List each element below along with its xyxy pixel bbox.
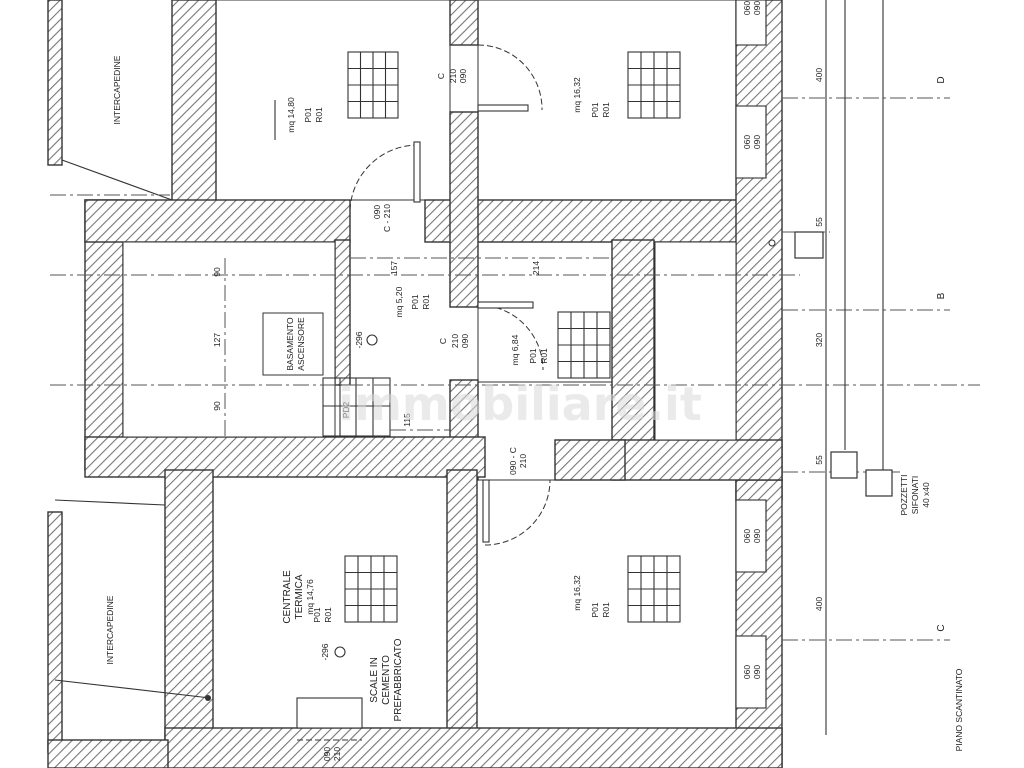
dim-55a: 55 [814,217,824,227]
window-1-w: 060 [742,1,752,15]
dim-157: 157 [389,261,399,275]
room-name-centrale-2: TERMICA [294,574,305,619]
dim-214: 214 [531,261,541,275]
wall-intercapedine-floor [47,739,169,768]
labels: INTERCAPEDINE INTERCAPEDINE mq 14,80 P01… [105,1,964,761]
room-area-bottom-right: mq 16,32 [572,575,582,611]
label-scale-3: PREFABBRICATO [393,638,404,721]
window-1-h: 090 [752,1,762,15]
axis-b: B [936,292,947,299]
door-d4-h: 210 [518,454,528,468]
room-area-top-left: mq 14,80 [286,97,296,133]
dim-320: 320 [814,333,824,347]
door-d3-type: C [438,338,448,344]
label-pozzetti-1: POZZETTI [899,474,909,515]
wall-bottom-floor [164,727,783,768]
windows [735,0,767,709]
label-piano: PIANO SCANTINATO [954,668,964,751]
doors [296,44,551,741]
stair-code: PD2 [341,401,351,418]
label-scale-2: CEMENTO [381,655,392,705]
window-3-w: 060 [742,529,752,543]
dimension-lines [50,0,980,735]
pozzetto-2 [830,451,858,479]
wall-band-upper-left [84,199,351,243]
pozzetto-1 [794,231,824,259]
wall-bottom-center [446,469,478,768]
door-d1-type: C [436,73,446,79]
door-bottom-h: 210 [332,747,342,761]
wall-center-mid [449,111,479,308]
door-d4-w: 090 - C [508,447,518,475]
level-markers [205,239,776,701]
room-code-bath-2: R01 [539,348,549,364]
room-code-corridor-1: P01 [410,294,420,309]
room-code-top-right-2: R01 [601,102,611,118]
wall-stair-side [334,239,351,386]
room-code-top-left-2: R01 [314,107,324,123]
level-corridor: -296 [354,331,364,348]
pozzetti [794,231,893,497]
level-centrale: -296 [320,643,330,660]
wall-right-pier-cap [611,439,783,481]
wall-band-mid-left [84,436,486,478]
door-bottom-w: 090 [322,747,332,761]
label-intercapedine-top: INTERCAPEDINE [112,55,122,124]
window-4-h: 090 [752,665,762,679]
label-intercapedine-bottom: INTERCAPEDINE [105,595,115,664]
dim-127: 127 [212,333,222,347]
room-area-bath: mq 6,84 [510,334,520,365]
watermark: immobiliare.it [338,377,702,431]
window-2-h: 090 [752,135,762,149]
window-3-h: 090 [752,529,762,543]
wall-top-left [171,0,217,206]
wall-outer-left [84,199,124,471]
axis-c: C [936,624,947,631]
label-scale-1: SCALE IN [369,657,380,703]
label-ascensore-2: ASCENSORE [296,317,306,371]
dim-90a: 90 [212,267,222,277]
window-2-w: 060 [742,135,752,149]
wall-intercapedine-bottom [47,511,63,753]
door-d2-w: 090 [372,205,382,219]
wall-band-mid-right [554,439,626,481]
dim-115: 115 [402,413,412,427]
room-area-centrale: mq 14,76 [305,579,315,615]
door-d1-w: 090 [458,69,468,83]
door-d3-h: 210 [450,334,460,348]
room-code-bath-1: P01 [528,348,538,363]
dim-400b: 400 [814,597,824,611]
door-d3-w: 090 [460,334,470,348]
window-4-w: 060 [742,665,752,679]
room-code-top-right-1: P01 [590,102,600,117]
floor-grids [344,51,681,623]
room-name-centrale-1: CENTRALE [282,570,293,624]
wall-bottom-left [164,469,214,768]
label-ascensore-1: BASAMENTO [285,317,295,371]
room-area-corridor: mq 5,20 [394,286,404,317]
room-code-bottom-right-2: R01 [601,602,611,618]
stairs [322,377,391,437]
room-code-bottom-right-1: P01 [590,602,600,617]
room-area-top-right: mq 16,32 [572,77,582,113]
label-pozzetti-size: 40 x40 [921,482,931,508]
axis-d: D [936,76,947,83]
dim-55b: 55 [814,455,824,465]
dim-400a: 400 [814,68,824,82]
pozzetto-3 [865,469,893,497]
wall-outer-right [735,0,783,501]
room-code-centrale-1: P01 [312,607,322,622]
label-pozzetti-2: SIFONATI [910,476,920,515]
wall-center-top [449,0,479,46]
door-d2-h: C - 210 [382,204,392,232]
room-code-top-left-1: P01 [303,107,313,122]
dim-90b: 90 [212,401,222,411]
room-code-corridor-2: R01 [421,294,431,310]
door-d1-h: 210 [448,69,458,83]
wall-intercapedine-top [47,0,63,166]
room-code-centrale-2: R01 [323,607,333,623]
